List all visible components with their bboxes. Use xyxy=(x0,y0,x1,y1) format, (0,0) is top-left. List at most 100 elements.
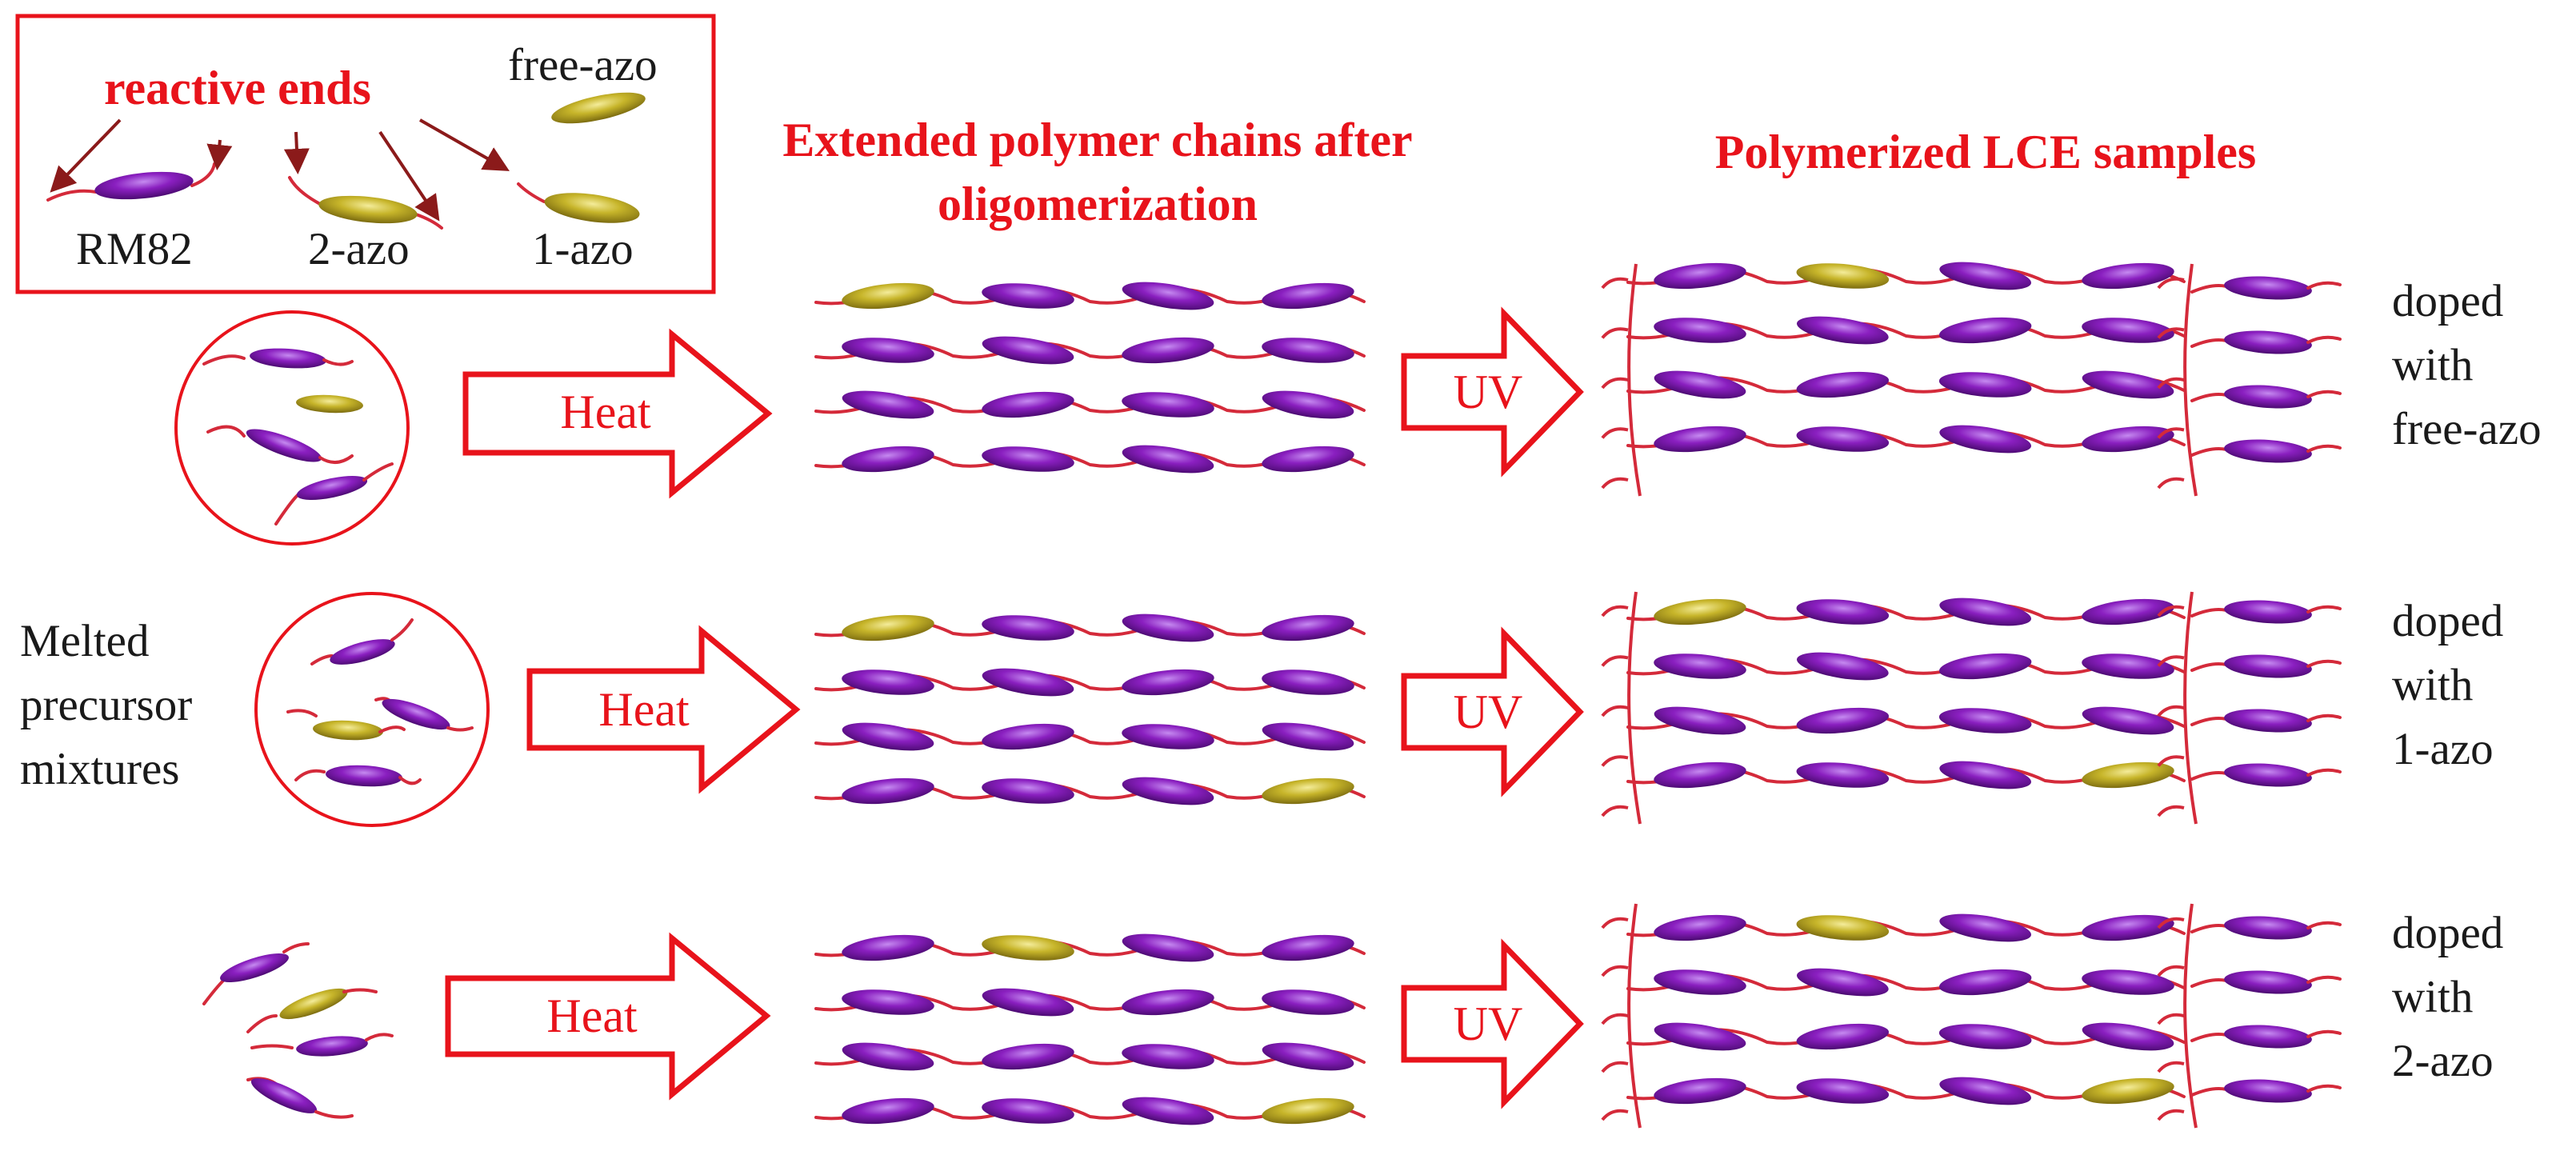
pointer-arrow xyxy=(283,131,310,174)
heat-arrow-shape xyxy=(445,932,771,1101)
precursor-mesogens xyxy=(202,348,474,1119)
crosslink-branch xyxy=(2157,917,2185,929)
crosslink-branch xyxy=(1601,965,1629,977)
row-label-line2: with xyxy=(2392,340,2473,390)
rm82-mesogen xyxy=(1938,969,2032,996)
crosslink-chain xyxy=(2183,903,2198,1129)
polymer-chains xyxy=(814,262,2342,1125)
rm82-mesogen xyxy=(982,1043,1074,1070)
pointer-arrow xyxy=(50,118,122,193)
rm82-mesogen xyxy=(982,1098,1074,1124)
rm82-mesogen xyxy=(220,953,289,982)
polymer-chain xyxy=(1626,1077,2186,1105)
crosslink-branch xyxy=(1601,655,1629,667)
rm82-mesogen xyxy=(246,429,322,462)
reactive-tail xyxy=(2306,605,2342,613)
legend-box: reactive ends free-azo RM82 2-azo 1-azo xyxy=(15,14,716,294)
rm82-mesogen xyxy=(1122,777,1214,805)
polymer-chain xyxy=(814,722,1366,751)
polymer-chain xyxy=(1626,652,2186,681)
reactive-tail xyxy=(390,618,414,641)
polymer-chain xyxy=(814,777,1366,805)
reactive-tail xyxy=(202,978,226,1005)
polymer-chain-segment xyxy=(2190,276,2342,300)
rm82-mesogen xyxy=(1796,316,1889,345)
rm82-mesogen xyxy=(2082,653,2174,679)
row-label-line3: 2-azo xyxy=(2392,1036,2494,1086)
polymer-chain-segment xyxy=(2190,439,2342,463)
rm82-mesogen xyxy=(1654,969,1746,995)
rm82-mesogen xyxy=(2224,1079,2312,1103)
polymer-chain xyxy=(1626,761,2186,789)
rm82-mesogen xyxy=(842,1042,934,1071)
rm82-mesogen xyxy=(2224,916,2312,940)
reactive-tail xyxy=(517,182,546,203)
uv-arrow-row3: UV xyxy=(1401,938,1584,1109)
rm82-mesogen xyxy=(1654,1077,1746,1105)
rm82-mesogen xyxy=(2224,970,2312,994)
azo-mesogen xyxy=(842,614,934,641)
crosslink-branch xyxy=(1601,605,1629,617)
rm82-mesogen xyxy=(1122,724,1214,749)
rm82-mesogen xyxy=(1938,1024,2032,1049)
rm82-mesogen xyxy=(1262,934,1354,961)
rm82-mesogen xyxy=(1938,653,2032,680)
precursor-circle-row2 xyxy=(254,592,490,827)
crosslink-branch xyxy=(2157,327,2185,339)
reactive-tail xyxy=(2306,975,2342,984)
rm82-mesogen xyxy=(1122,1044,1214,1069)
rm82-mesogen xyxy=(1654,706,1746,735)
rm82-mesogen xyxy=(982,668,1074,697)
crosslink-branch xyxy=(2157,377,2185,390)
crosslink-branch xyxy=(2157,755,2185,767)
azo-mesogen xyxy=(1796,263,1890,289)
heat-arrow-row1: Heat xyxy=(462,328,773,499)
uv-arrow-label: UV xyxy=(1454,997,1523,1050)
rm82-mesogen xyxy=(842,390,934,419)
polymer-chain xyxy=(1626,597,2186,626)
melted-label-line3: mixtures xyxy=(20,744,179,794)
crosslink-branch xyxy=(2157,477,2185,490)
rm82-mesogen xyxy=(1654,370,1746,399)
crosslink-branch xyxy=(1601,377,1629,390)
rm82-mesogen xyxy=(1262,338,1354,363)
rm82-mesogen xyxy=(1796,652,1889,681)
rm82-mesogen xyxy=(1122,989,1214,1016)
uv-arrow-label: UV xyxy=(1454,685,1523,738)
extended-chains-header-line2: oligomerization xyxy=(938,178,1258,230)
rm82-mesogen xyxy=(326,765,402,787)
polymer-chain xyxy=(1626,706,2186,735)
crosslink-chain xyxy=(2183,263,2198,497)
crosslink-branch xyxy=(1601,917,1629,929)
rm82-mesogen xyxy=(1938,708,2032,733)
rm82-mesogen xyxy=(842,338,934,363)
uv-arrow-row1: UV xyxy=(1401,306,1584,478)
polymer-chain xyxy=(1626,425,2186,454)
crosslink-chain xyxy=(2183,591,2198,825)
uv-arrow-row2: UV xyxy=(1401,626,1584,797)
azo-mesogen xyxy=(2082,761,2174,789)
uv-arrow-shape xyxy=(1401,938,1584,1109)
heat-arrow-label: Heat xyxy=(560,386,651,438)
rm82-mesogen xyxy=(1654,426,1746,453)
reactive-tail xyxy=(250,1044,294,1049)
rm82-mesogen xyxy=(1262,390,1354,419)
reactive-tail xyxy=(318,454,354,464)
rm82-mesogen xyxy=(1796,707,1890,734)
rm82-mesogen xyxy=(2082,262,2174,290)
reactive-tail xyxy=(310,654,334,665)
rm82-mesogen xyxy=(982,778,1074,804)
rm82-mesogen xyxy=(982,283,1074,309)
heat-arrow-label: Heat xyxy=(598,683,690,736)
polymer-chain xyxy=(814,668,1366,697)
pointer-arrow xyxy=(419,118,510,171)
reactive-tail xyxy=(2306,713,2342,722)
uv-arrow-label: UV xyxy=(1454,366,1523,418)
polymer-chain xyxy=(814,933,1366,962)
rm82-mesogen xyxy=(330,639,395,665)
rm82-mesogen xyxy=(1796,968,1889,997)
reactive-tail xyxy=(206,425,246,438)
rm82-mesogen xyxy=(2224,709,2312,733)
azo-mesogen xyxy=(842,282,934,310)
rm82-mesogen xyxy=(842,446,934,473)
